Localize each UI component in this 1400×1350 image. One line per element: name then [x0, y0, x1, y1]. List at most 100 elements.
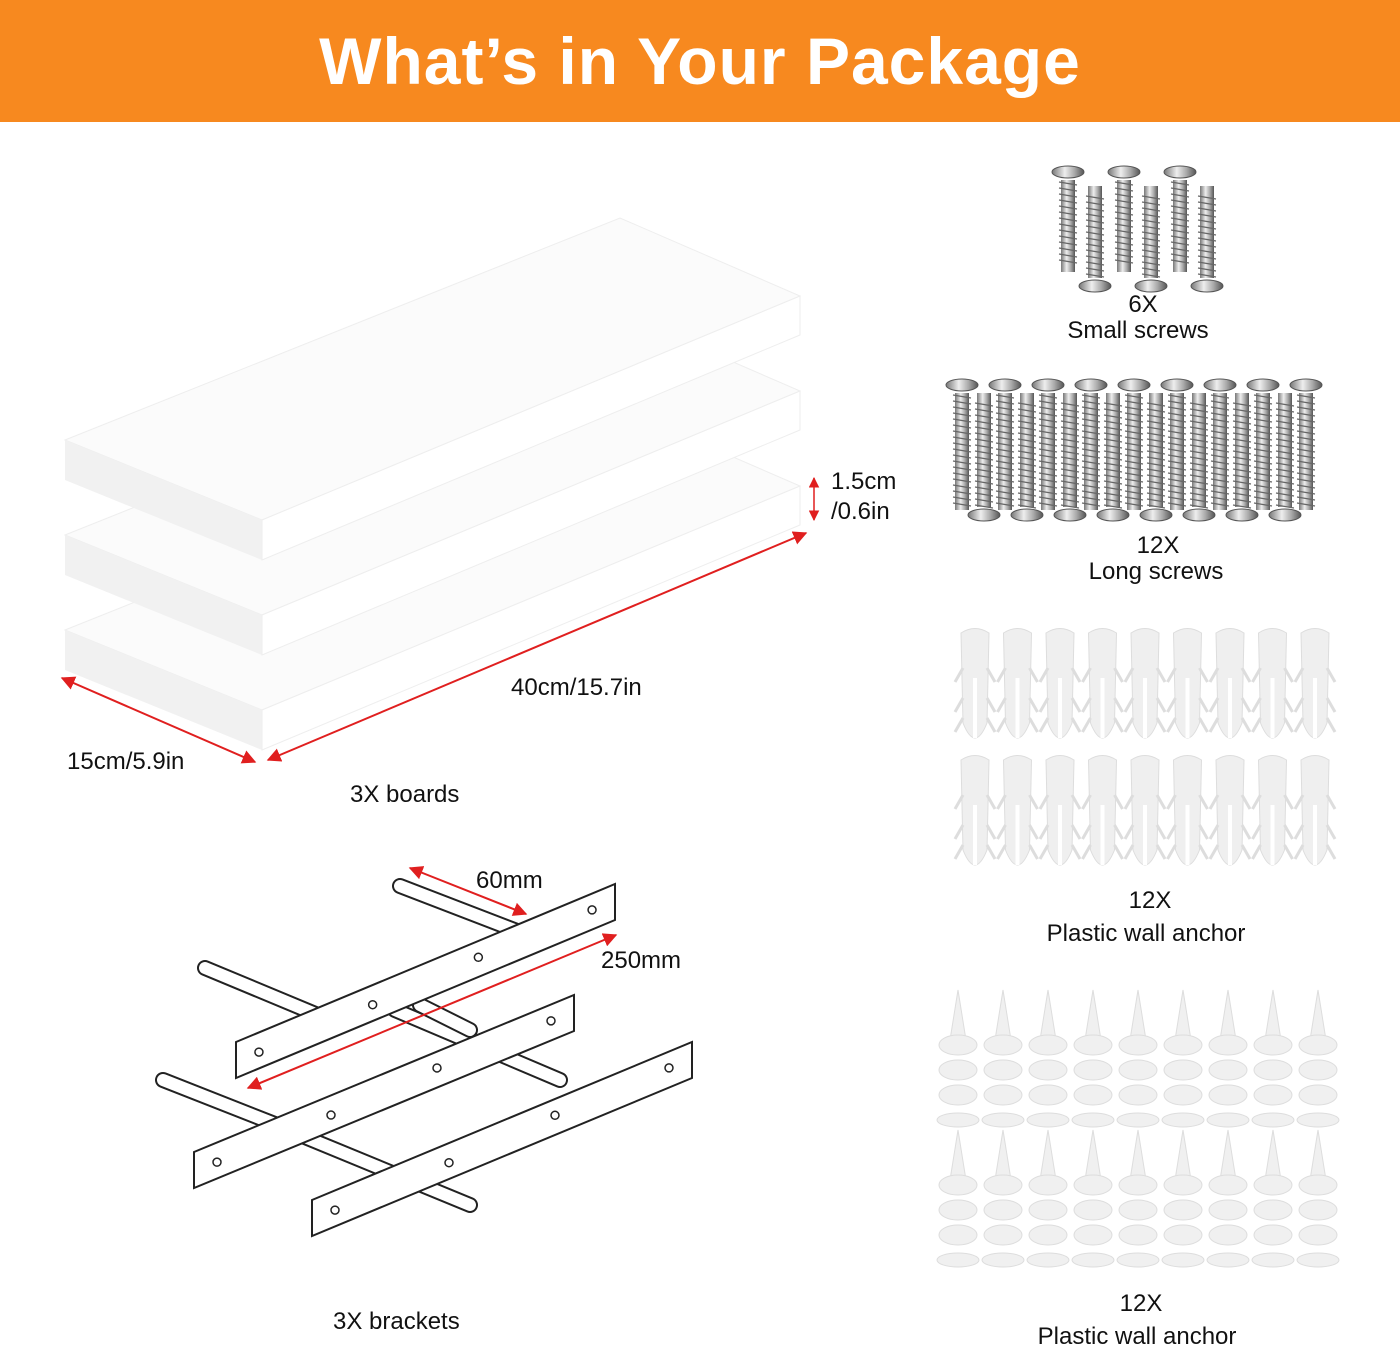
drywall-anchor: [1296, 1129, 1340, 1268]
screw: [1203, 378, 1237, 510]
plastic-anchor-name: Plastic wall anchor: [1046, 920, 1246, 947]
plastic-anchor: [1123, 755, 1167, 866]
width-dimension-line: [60, 676, 257, 764]
bracket-bar: [193, 993, 575, 1190]
plastic-anchor: [1038, 755, 1082, 866]
drywall-anchor: [1116, 989, 1160, 1128]
plastic-anchor: [1251, 755, 1294, 866]
drywall-anchors-illustration: [936, 989, 1340, 1268]
screw: [1134, 186, 1168, 293]
drywall-anchor: [1296, 989, 1340, 1128]
plastic-anchor: [1038, 628, 1082, 739]
plastic-anchor: [1081, 628, 1124, 739]
screw-hole: [326, 1110, 336, 1120]
screw-hole: [546, 1016, 556, 1026]
plastic-anchor: [1208, 628, 1252, 739]
screw-hole: [367, 999, 378, 1010]
drywall-anchor: [1071, 989, 1115, 1128]
long-screws-qty: 12X: [1136, 532, 1180, 559]
board-width-label: 15cm/5.9in: [67, 748, 185, 775]
screw: [1053, 393, 1087, 522]
screw: [1182, 393, 1216, 522]
screw: [1160, 378, 1194, 510]
screw-hole: [550, 1110, 560, 1121]
plastic-anchor: [953, 755, 997, 866]
screw-hole: [473, 952, 484, 963]
screw-hole: [212, 1157, 222, 1167]
board-thickness-label: 1.5cm: [831, 468, 897, 495]
screw: [1107, 165, 1141, 272]
plastic-anchor: [1166, 628, 1209, 739]
screw: [1074, 378, 1108, 510]
screw: [1163, 165, 1197, 272]
drywall-anchor: [1026, 989, 1070, 1128]
bracket-bar: [311, 1040, 693, 1238]
plastic-anchor: [996, 628, 1039, 739]
drywall-anchor: [936, 1129, 980, 1268]
drywall-anchor-name: Plastic wall anchor: [1037, 1323, 1237, 1350]
plastic-anchor: [1293, 628, 1337, 739]
screw: [1289, 378, 1323, 510]
small-screws-illustration: [1051, 165, 1224, 293]
bar-dimension-line: [246, 933, 618, 1090]
board: [63, 217, 802, 561]
header-banner: What’s in Your Package: [0, 0, 1400, 122]
screw-hole: [444, 1157, 454, 1168]
drywall-anchor: [1251, 989, 1295, 1128]
plastic-anchor: [1123, 628, 1167, 739]
long-screws-name: Long screws: [1088, 558, 1224, 585]
screw-hole: [432, 1063, 442, 1073]
drywall-anchor: [1206, 1129, 1250, 1268]
small-screws-qty: 6X: [1128, 291, 1158, 318]
screw: [988, 378, 1022, 510]
rod-dimension-line: [408, 866, 528, 916]
screw-hole: [330, 1205, 340, 1215]
plastic-anchor: [1208, 755, 1252, 866]
screw: [1190, 186, 1224, 293]
boards-caption: 3X boards: [350, 781, 460, 808]
drywall-anchor: [1161, 1129, 1205, 1268]
bar-length-label: 250mm: [601, 947, 682, 974]
screw: [967, 393, 1001, 522]
bracket-bar: [235, 882, 616, 1080]
screw: [1096, 393, 1130, 522]
board-length-label: 40cm/15.7in: [511, 674, 642, 701]
screw: [945, 378, 979, 510]
screw: [1117, 378, 1151, 510]
small-screws-name: Small screws: [1067, 317, 1209, 344]
drywall-anchor: [981, 1129, 1025, 1268]
plastic-anchor: [1251, 628, 1294, 739]
screw: [1078, 186, 1112, 293]
page-title: What’s in Your Package: [319, 24, 1081, 98]
plastic-anchor: [1081, 755, 1124, 866]
boards-illustration: [63, 217, 802, 751]
plastic-anchor: [953, 628, 997, 739]
screw-hole: [587, 905, 597, 915]
screw-hole: [254, 1047, 264, 1057]
drywall-anchor: [1206, 989, 1250, 1128]
screw: [1246, 378, 1280, 510]
drywall-anchor: [936, 989, 980, 1128]
drywall-anchor: [1161, 989, 1205, 1128]
screw-hole: [664, 1063, 674, 1073]
drywall-anchor: [981, 989, 1025, 1128]
drywall-anchor: [1026, 1129, 1070, 1268]
screw: [1139, 393, 1173, 522]
plastic-anchors-illustration: [953, 628, 1337, 866]
drywall-anchor: [1071, 1129, 1115, 1268]
brackets-caption: 3X brackets: [333, 1308, 460, 1335]
screw: [1051, 165, 1085, 272]
screw: [1010, 393, 1044, 522]
drywall-anchor-qty: 12X: [1119, 1290, 1163, 1317]
drywall-anchor: [1251, 1129, 1295, 1268]
plastic-anchor-qty: 12X: [1128, 887, 1172, 914]
long-screws-illustration: [945, 378, 1323, 522]
plastic-anchor: [1293, 755, 1337, 866]
plastic-anchor: [1166, 755, 1209, 866]
board-thickness-label-in: /0.6in: [831, 498, 890, 525]
plastic-anchor: [996, 755, 1039, 866]
screw: [1268, 393, 1302, 522]
screw: [1225, 393, 1259, 522]
bracket-dimension-lines: [246, 866, 618, 1090]
